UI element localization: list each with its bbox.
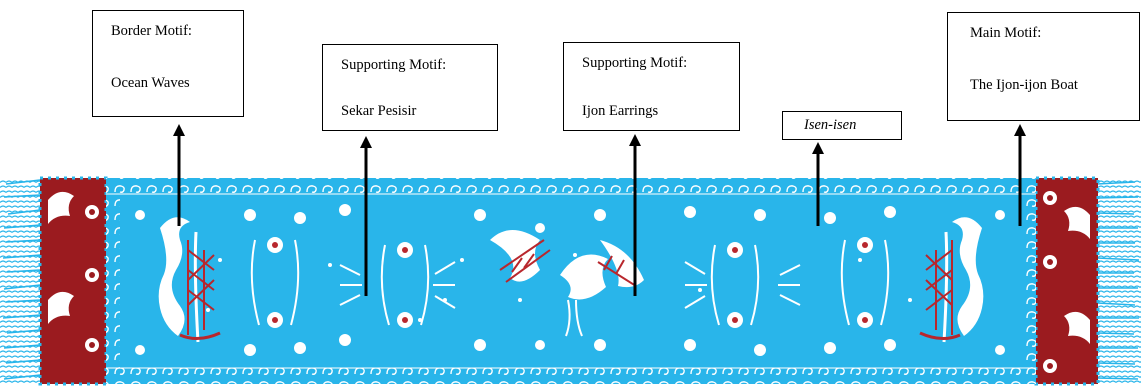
boat-left xyxy=(179,240,221,340)
main-motif-value: The Ijon-ijon Boat xyxy=(970,77,1078,93)
supporting-motif-value: Sekar Pesisir xyxy=(341,103,417,119)
isen-isen-dots xyxy=(135,204,1005,356)
ocean-waves-left xyxy=(158,217,200,343)
label-border-motif: Border Motif: Ocean Waves xyxy=(92,10,244,117)
supporting-motif-value: Ijon Earrings xyxy=(582,103,659,119)
ocean-waves-right xyxy=(942,217,984,343)
supporting-motif-title: Supporting Motif: xyxy=(582,55,688,71)
sekar-pesisir-flowers xyxy=(250,237,890,328)
pointer-arrows xyxy=(173,124,1026,296)
label-supporting-motif-sekar: Supporting Motif: Sekar Pesisir xyxy=(322,44,498,131)
border-motif-title: Border Motif: xyxy=(111,23,192,39)
label-supporting-motif-ijon: Supporting Motif: Ijon Earrings xyxy=(563,42,740,131)
label-main-motif: Main Motif: The Ijon-ijon Boat xyxy=(947,12,1140,121)
ijon-earrings-motif xyxy=(490,230,644,337)
main-cloth-field xyxy=(106,178,1036,384)
supporting-motif-title: Supporting Motif: xyxy=(341,57,447,73)
border-motif-value: Ocean Waves xyxy=(111,75,190,91)
label-isen-isen: Isen-isen xyxy=(782,111,902,140)
fringe-left xyxy=(0,178,41,384)
main-motif-title: Main Motif: xyxy=(970,25,1042,41)
boat-right xyxy=(919,240,961,340)
red-end-panel-left xyxy=(38,176,108,386)
fringe-right xyxy=(1096,178,1141,384)
red-end-panel-right xyxy=(1034,176,1100,386)
isen-isen-title: Isen-isen xyxy=(804,117,857,133)
